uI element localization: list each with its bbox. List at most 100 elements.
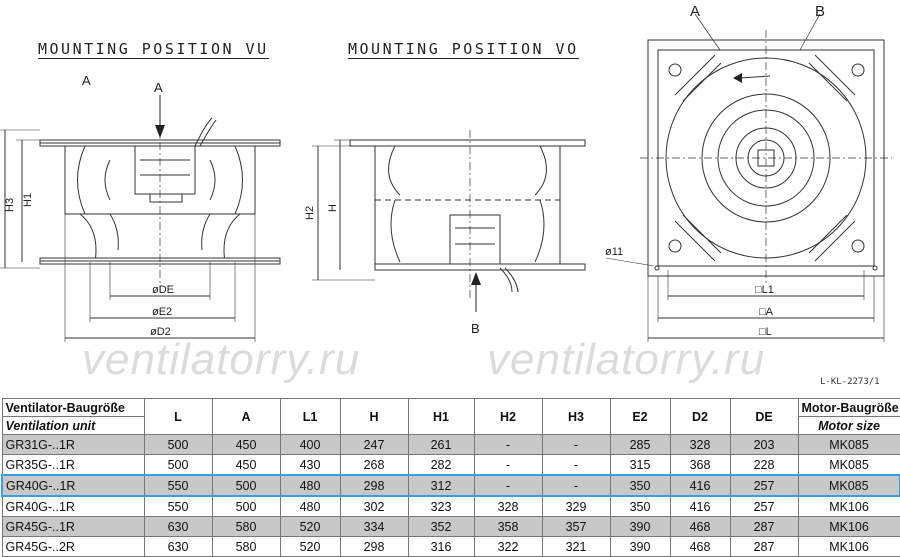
header-cell: Ventilator-Baugröße [1, 398, 145, 417]
header-cell: L1 [279, 398, 341, 435]
dim-de-label: øDE [152, 284, 174, 296]
table-cell: 580 [211, 536, 281, 557]
watermark-left: ventilatorry.ru [82, 335, 361, 384]
table-cell: 400 [279, 434, 341, 455]
view-top: A B ø11 □L1 □A □L [605, 3, 892, 342]
table-cell: 520 [279, 516, 341, 537]
table-cell: 315 [609, 454, 671, 476]
table-cell: 328 [669, 434, 731, 455]
dim-l1-label: □L1 [755, 284, 774, 296]
table-cell: 312 [407, 474, 475, 497]
table-cell: 450 [211, 434, 281, 455]
view-vu: A A H3 H1 øDE øE2 øD2 [0, 73, 281, 342]
table-cell: 298 [339, 536, 409, 557]
table-cell-unit: GR35G-..1R [1, 454, 145, 476]
table-cell: 468 [669, 516, 731, 537]
table-cell-unit: GR40G-..1R [1, 474, 145, 497]
table-cell: 500 [143, 434, 213, 455]
drawing-code: L-KL-2273/1 [820, 377, 880, 387]
table-cell: 287 [729, 516, 799, 537]
arrow-b-label-vo: B [471, 321, 480, 336]
table-cell-unit: GR40G-..1R [1, 495, 145, 517]
table-cell-unit: GR31G-..1R [1, 434, 145, 455]
header-cell: Motor-Baugröße [797, 398, 900, 417]
table-cell: 480 [279, 495, 341, 517]
table-cell: 282 [407, 454, 475, 476]
table-cell: 350 [609, 474, 671, 497]
view-vo-title: MOUNTING POSITION VO [348, 40, 579, 59]
dim-l-label: □L [759, 326, 772, 338]
table-cell: 321 [541, 536, 611, 557]
header-cell: A [211, 398, 281, 435]
header-cell: H3 [541, 398, 611, 435]
table-cell: 500 [211, 495, 281, 517]
label-a-vu: A [82, 73, 91, 88]
table-cell: 390 [609, 516, 671, 537]
table-header-row: Ventilator-Baugröße L A L1 H H1 H2 H3 E2… [1, 398, 900, 435]
table-cell: 287 [729, 536, 799, 557]
table-cell: 329 [541, 495, 611, 517]
table-cell: 228 [729, 454, 799, 476]
view-vu-title: MOUNTING POSITION VU [38, 40, 269, 59]
table-cell: 416 [669, 495, 731, 517]
table-cell: MK106 [797, 516, 900, 537]
table-cell: 416 [669, 474, 731, 497]
table-cell: MK085 [797, 474, 900, 497]
table-cell: 480 [279, 474, 341, 497]
view-vo: B H2 H [304, 130, 586, 336]
table-cell: 203 [729, 434, 799, 455]
table-cell: 322 [473, 536, 543, 557]
dim-d2-label: øD2 [150, 326, 171, 338]
table-cell: 368 [669, 454, 731, 476]
table-cell: 302 [339, 495, 409, 517]
table-cell: 268 [339, 454, 409, 476]
specs-table: Ventilator-Baugröße L A L1 H H1 H2 H3 E2… [1, 398, 900, 557]
dim-h-label: H [327, 204, 339, 212]
header-cell: L [143, 398, 213, 435]
table-cell: 390 [609, 536, 671, 557]
table-cell: - [541, 474, 611, 497]
table-cell: 550 [143, 495, 213, 517]
header-subcell: Ventilation unit [1, 416, 145, 435]
header-cell: D2 [669, 398, 731, 435]
table-cell: - [473, 434, 543, 455]
table-cell: 430 [279, 454, 341, 476]
table-cell: 257 [729, 495, 799, 517]
table-cell: 257 [729, 474, 799, 497]
dim-h2-label: H2 [304, 206, 316, 220]
table-cell: 298 [339, 474, 409, 497]
table-cell: MK106 [797, 536, 900, 557]
watermark-right: ventilatorry.ru [487, 335, 766, 384]
table-cell-unit: GR45G-..2R [1, 536, 145, 557]
dim-e2-label: øE2 [152, 306, 172, 318]
dim-h3-label: H3 [4, 198, 16, 212]
table-cell: 261 [407, 434, 475, 455]
table-cell: - [473, 474, 543, 497]
table-cell: 323 [407, 495, 475, 517]
table-cell: 350 [609, 495, 671, 517]
label-a-top: A [690, 3, 700, 20]
table-cell: 630 [143, 536, 213, 557]
header-cell: DE [729, 398, 799, 435]
table-cell: 352 [407, 516, 475, 537]
header-cell: H2 [473, 398, 543, 435]
table-cell: 334 [339, 516, 409, 537]
table-cell: 580 [211, 516, 281, 537]
header-subcell: Motor size [797, 416, 900, 435]
table-cell: 500 [211, 474, 281, 497]
table-cell: - [473, 454, 543, 476]
table-cell: 358 [473, 516, 543, 537]
arrow-a-label-vu: A [154, 80, 163, 95]
table-cell: 285 [609, 434, 671, 455]
table-cell: MK085 [797, 434, 900, 455]
label-b-top: B [815, 3, 825, 20]
technical-drawing: A A H3 H1 øDE øE2 øD2 [0, 3, 892, 387]
dim-a-label: □A [759, 306, 774, 318]
table-cell: 247 [339, 434, 409, 455]
